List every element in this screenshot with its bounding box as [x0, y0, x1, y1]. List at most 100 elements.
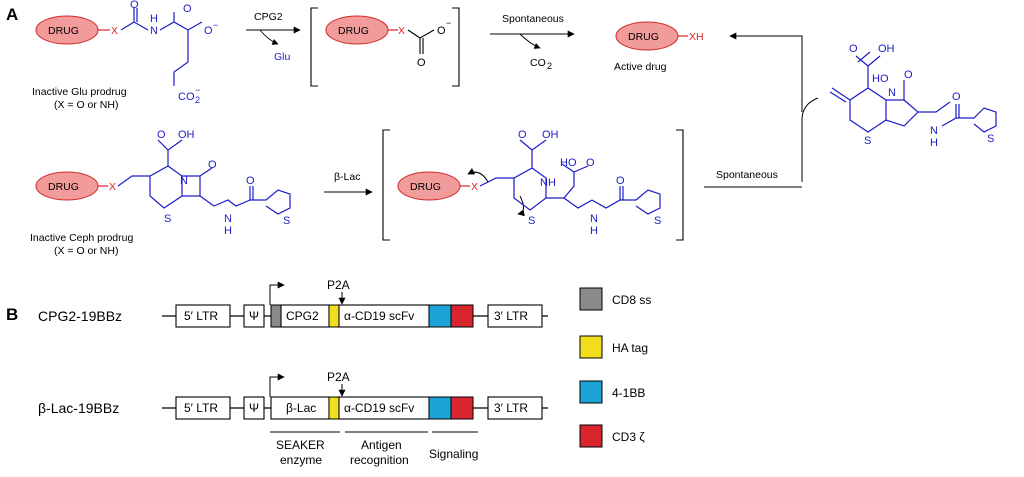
glu-prodrug: DRUG X O N H O O − CO 2 − Inactive Glu p… — [32, 0, 218, 111]
amide-n: N — [150, 25, 158, 37]
carboxylate-o: O — [437, 25, 446, 37]
spontaneous-arrow-bottom: Spontaneous — [704, 169, 802, 188]
ceph-intermediate: DRUG X O OH NH HO O S N H O S — [382, 129, 684, 241]
beta-lactam-o: O — [208, 159, 217, 171]
ring-nh: NH — [540, 177, 556, 189]
beta-lac-label: β-Lac — [334, 171, 360, 183]
psi: Ψ — [249, 309, 259, 323]
scfv: α-CD19 scFv — [344, 309, 414, 323]
spontaneous-label: Spontaneous — [502, 13, 564, 25]
linker-x: X — [109, 181, 116, 193]
glu-prodrug-title: Inactive Glu prodrug — [32, 86, 127, 98]
construct-name: CPG2-19BBz — [38, 308, 122, 324]
carboxyl-oh: OH — [542, 129, 559, 141]
bracket-antigen-line1: Antigen — [361, 438, 402, 452]
scfv: α-CD19 scFv — [344, 401, 414, 415]
minus-sign: − — [213, 20, 218, 30]
amide-h: H — [224, 225, 232, 237]
cpg2-label: CPG2 — [254, 11, 283, 23]
drug-label: DRUG — [628, 31, 659, 43]
ring-s: S — [528, 215, 535, 227]
glu-byproduct: Glu — [274, 51, 291, 63]
amide-h: H — [590, 225, 598, 237]
ltr3: 3′ LTR — [494, 309, 528, 323]
p2a-label: P2A — [327, 370, 350, 384]
linker-x: X — [111, 25, 118, 37]
linker-xh: XH — [689, 31, 704, 43]
legend-cd3-zeta: CD3 ζ — [612, 430, 645, 444]
bracket-seaker-line1: SEAKER — [276, 438, 325, 452]
thiophene-s: S — [283, 215, 290, 227]
construct-cpg2-19bbz: CPG2-19BBz 5′ LTR Ψ CPG2 P2A α-CD19 scFv… — [38, 278, 548, 328]
linker-x: X — [398, 25, 405, 37]
active-drug-label: Active drug — [614, 61, 667, 73]
amide-n: N — [224, 213, 232, 225]
amide-o: O — [952, 91, 961, 103]
acid-o: O — [904, 69, 913, 81]
drug-label: DRUG — [410, 181, 441, 193]
bracket-signaling: Signaling — [429, 447, 478, 461]
bracket-antigen-line2: recognition — [350, 453, 409, 467]
ho-label: HO — [560, 157, 577, 169]
beta-lactam-n: N — [180, 175, 188, 187]
ltr5: 5′ LTR — [184, 309, 218, 323]
amide-o: O — [246, 175, 255, 187]
ltr5: 5′ LTR — [184, 401, 218, 415]
construct-blac-19bbz: β-Lac-19BBz 5′ LTR Ψ β-Lac P2A α-CD19 sc… — [38, 370, 548, 420]
legend: CD8 ss HA tag 4-1BB CD3 ζ — [579, 287, 651, 448]
ho-label: HO — [872, 73, 889, 85]
bracket-seaker-line2: enzyme — [280, 453, 322, 467]
thiophene-s: S — [987, 133, 994, 145]
panel-b-label: B — [6, 305, 18, 324]
amide-n: N — [590, 213, 598, 225]
amide-h: H — [150, 13, 158, 25]
carboxyl-o: O — [518, 129, 527, 141]
drug-label: DRUG — [48, 25, 79, 37]
ring-s: S — [864, 135, 871, 147]
beta-lac-reaction-arrow: β-Lac — [324, 171, 373, 196]
enzyme: β-Lac — [286, 401, 316, 415]
amide-n: N — [930, 125, 938, 137]
carboxyl-oh: OH — [878, 43, 895, 55]
ltr3: 3′ LTR — [494, 401, 528, 415]
carbamate-intermediate: DRUG X O − O — [310, 7, 460, 87]
linker-x: X — [471, 181, 478, 193]
return-arrow — [730, 36, 819, 182]
active-drug: DRUG XH Active drug — [614, 21, 704, 73]
carboxyl-oh: OH — [178, 129, 195, 141]
ring-s: S — [164, 213, 171, 225]
construct-name: β-Lac-19BBz — [38, 400, 119, 416]
co2-subscript: 2 — [547, 61, 552, 71]
legend-4-1bb: 4-1BB — [612, 386, 645, 400]
glu-prodrug-subtitle: (X = O or NH) — [54, 99, 118, 111]
thiophene-s: S — [654, 215, 661, 227]
drug-label: DRUG — [48, 181, 79, 193]
cephalosporin-byproduct: O OH N HO O S N H O S — [829, 43, 997, 149]
minus-sign: − — [446, 18, 451, 28]
side-chain-co2: CO — [178, 91, 195, 103]
amide-h: H — [930, 137, 938, 149]
amide-o: O — [616, 175, 625, 187]
spontaneous-label: Spontaneous — [716, 169, 778, 181]
cpg2-reaction-arrow: CPG2 Glu — [246, 11, 301, 63]
enzyme: CPG2 — [286, 309, 319, 323]
spontaneous-arrow-top: Spontaneous CO 2 — [490, 13, 575, 71]
drug-label: DRUG — [338, 25, 369, 37]
ceph-prodrug-subtitle: (X = O or NH) — [54, 245, 118, 257]
acid-o: O — [183, 3, 192, 15]
acid-o-minus: O — [204, 25, 213, 37]
ring-n: N — [888, 87, 896, 99]
carbonyl-o: O — [417, 57, 426, 69]
co2-subscript: 2 — [195, 95, 200, 105]
co2-byproduct: CO — [530, 57, 546, 69]
panel-a-label: A — [6, 5, 18, 24]
legend-cd8ss: CD8 ss — [612, 293, 651, 307]
p2a-label: P2A — [327, 278, 350, 292]
carboxyl-o: O — [849, 43, 858, 55]
legend-ha-tag: HA tag — [612, 341, 648, 355]
ceph-prodrug-title: Inactive Ceph prodrug — [30, 232, 133, 244]
carbonyl-o: O — [130, 0, 139, 11]
acid-o: O — [586, 157, 595, 169]
carboxyl-o: O — [157, 129, 166, 141]
